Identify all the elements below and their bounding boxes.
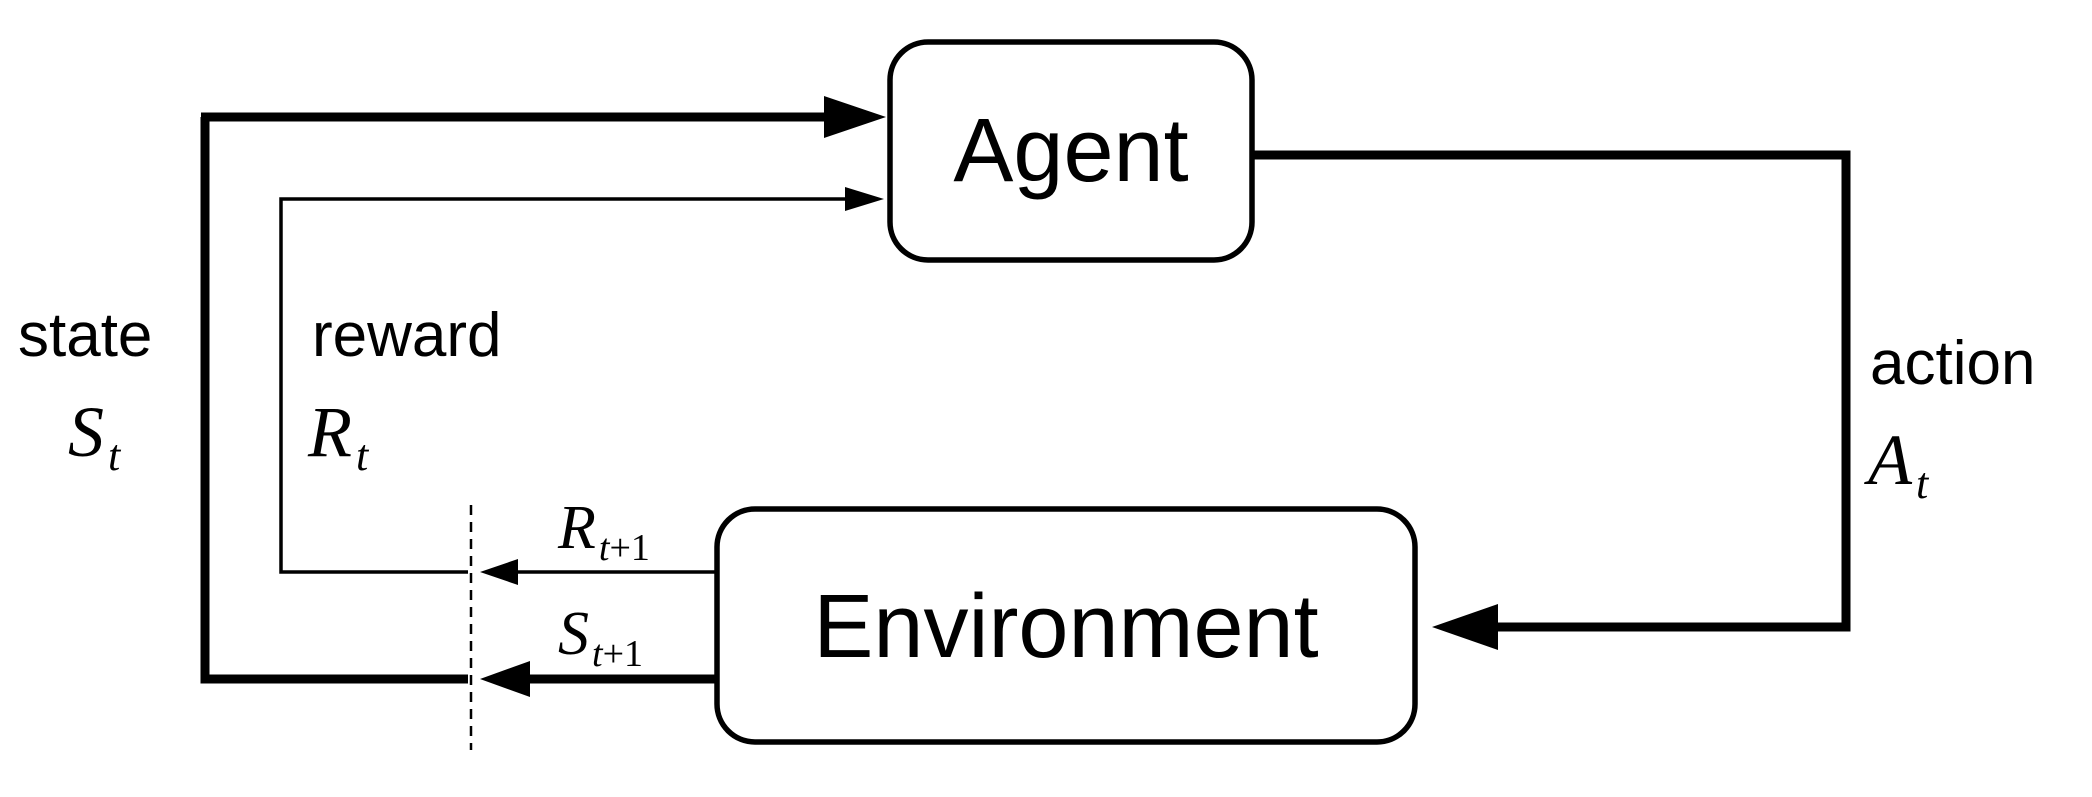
state-sub: t <box>108 431 122 480</box>
next-reward-arrowhead <box>480 559 518 585</box>
next-state-sub-rest: +1 <box>603 633 643 675</box>
next-reward-sub-var: t <box>599 527 611 569</box>
state-symbol: S <box>68 392 104 472</box>
next-reward-output-arrow <box>480 559 717 585</box>
agent-label: Agent <box>953 101 1188 201</box>
action-arrowhead <box>1432 604 1498 650</box>
reward-symbol: R <box>307 392 352 472</box>
next-state-symbol: S <box>558 600 589 668</box>
state-symbol-label: St <box>68 392 122 480</box>
action-symbol-label: At <box>1864 420 1930 508</box>
state-arrowhead <box>824 96 886 138</box>
next-reward-label: Rt+1 <box>557 494 650 569</box>
state-word: state <box>18 301 152 370</box>
state-feedback-line <box>200 117 468 684</box>
environment-box <box>714 506 1418 745</box>
agent-node: Agent <box>887 39 1255 263</box>
reward-arrow <box>279 187 884 574</box>
action-sub: t <box>1916 459 1930 508</box>
state-arrow <box>200 96 886 684</box>
next-state-output-arrow <box>480 661 717 697</box>
next-reward-symbol: R <box>557 494 596 562</box>
action-symbol: A <box>1864 420 1913 500</box>
action-word: action <box>1870 329 2035 398</box>
next-state-label: St+1 <box>558 600 643 675</box>
next-state-sub-var: t <box>592 633 604 675</box>
reward-sub: t <box>356 431 370 480</box>
next-state-arrowhead <box>480 661 530 697</box>
environment-node: Environment <box>714 506 1418 745</box>
environment-label: Environment <box>813 577 1318 677</box>
reward-word: reward <box>312 301 502 370</box>
action-line <box>1252 150 1851 632</box>
reward-arrowhead <box>845 187 884 211</box>
reward-feedback-line <box>279 197 848 574</box>
reward-symbol-label: Rt <box>307 392 370 480</box>
next-reward-sub-rest: +1 <box>609 527 649 569</box>
action-arrow <box>1252 150 1851 650</box>
